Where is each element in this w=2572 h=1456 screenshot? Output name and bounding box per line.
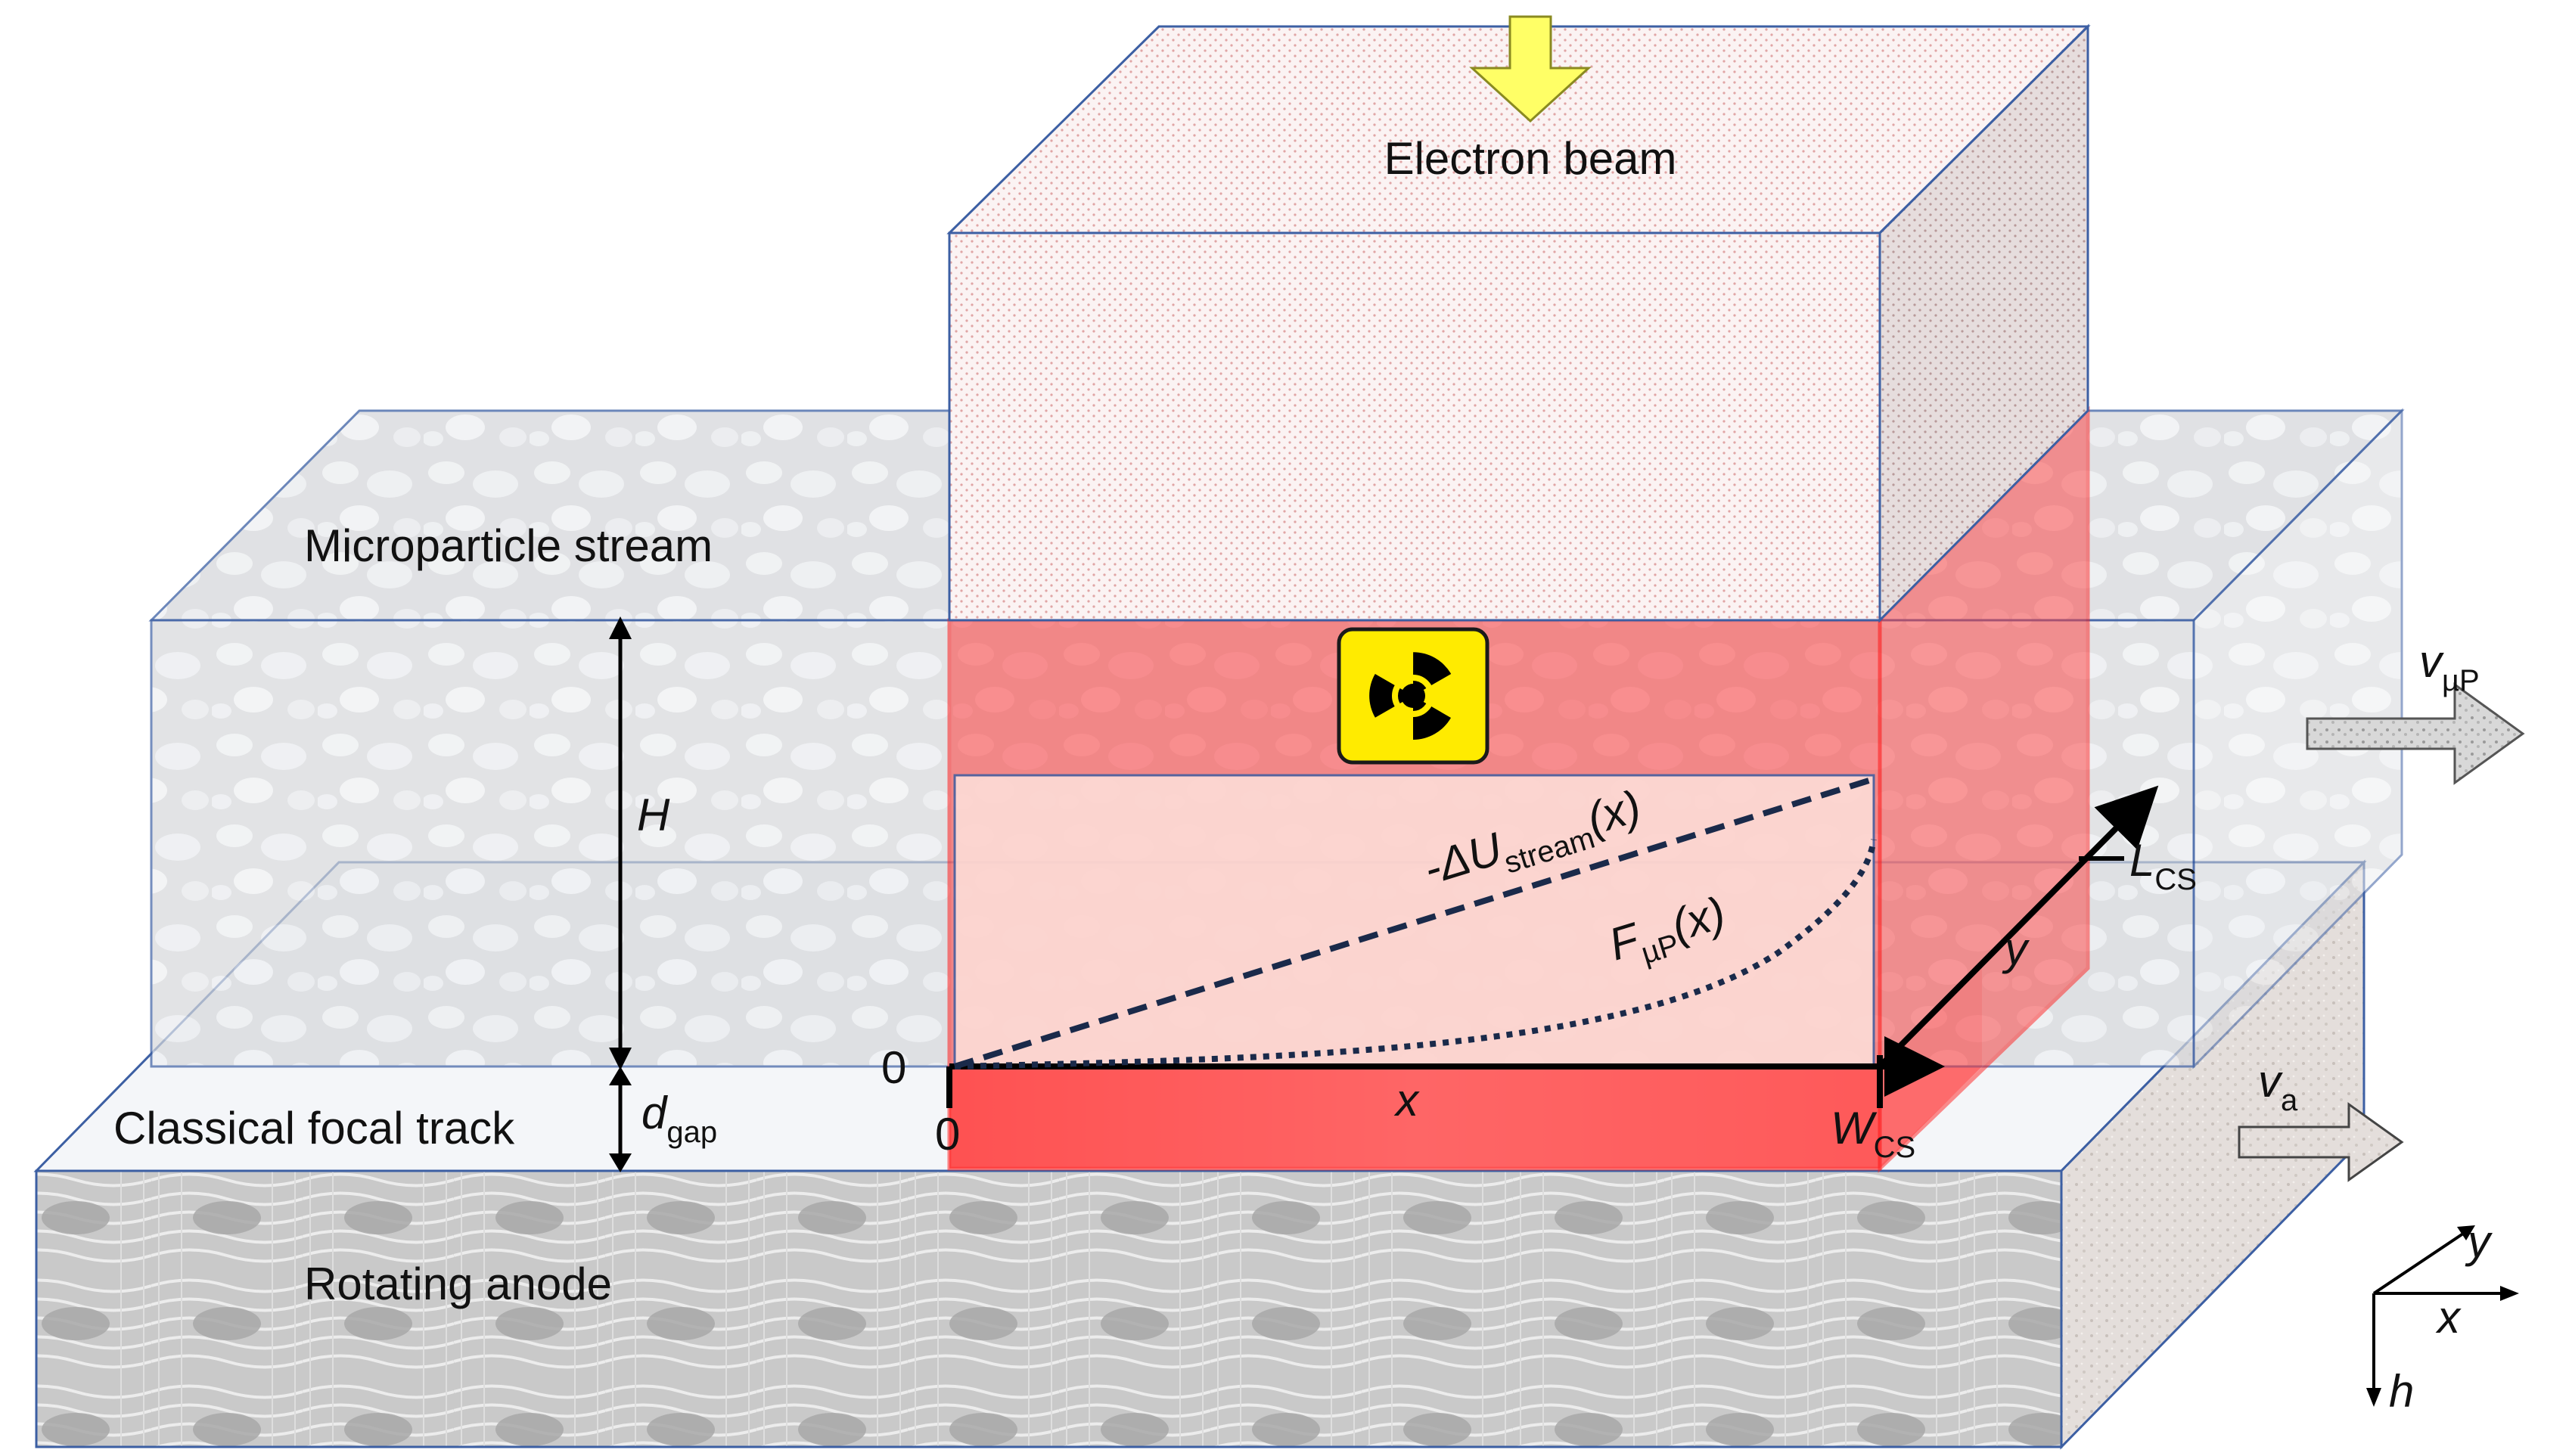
anode-front-face	[35, 1169, 2063, 1448]
potential-plot-area	[953, 774, 1875, 1068]
stream-potential-curve	[953, 776, 1875, 1069]
radiation-hazard-icon	[1337, 627, 1489, 765]
axis-x-label: x	[2435, 1292, 2462, 1343]
height-label: H	[637, 790, 670, 840]
x-axis-label: x	[1393, 1075, 1420, 1125]
force-label: FµP(x)	[1603, 887, 1734, 979]
anode-velocity-label: va	[2258, 1056, 2298, 1117]
beam-front-face	[948, 231, 1881, 622]
length-label: LCS	[2129, 835, 2197, 896]
height-dimension	[609, 616, 632, 1070]
axis-y-label: y	[2465, 1216, 2493, 1267]
gap-label: dgap	[641, 1088, 717, 1149]
microparticle-stream-label: Microparticle stream	[304, 520, 713, 571]
width-label: WCS	[1831, 1103, 1915, 1164]
electron-beam-block	[946, 23, 2091, 623]
origin-bottom-label: 0	[935, 1109, 960, 1160]
electron-beam-label: Electron beam	[1384, 133, 1677, 184]
stream-velocity-label: vµP	[2419, 636, 2480, 697]
anode-velocity-arrow-icon	[2238, 1102, 2404, 1182]
axis-h-label: h	[2389, 1366, 2414, 1417]
classical-focal-track-label: Classical focal track	[113, 1103, 515, 1153]
down-arrow-icon	[1469, 15, 1592, 123]
gap-dimension	[609, 1066, 632, 1172]
y-axis-label: y	[2002, 924, 2030, 974]
right-arrow-icon	[2306, 682, 2525, 785]
coordinate-triad	[2366, 1225, 2519, 1407]
y-axis	[1878, 785, 2159, 1069]
origin-left-label: 0	[881, 1042, 906, 1093]
rotating-anode-label: Rotating anode	[304, 1259, 612, 1309]
